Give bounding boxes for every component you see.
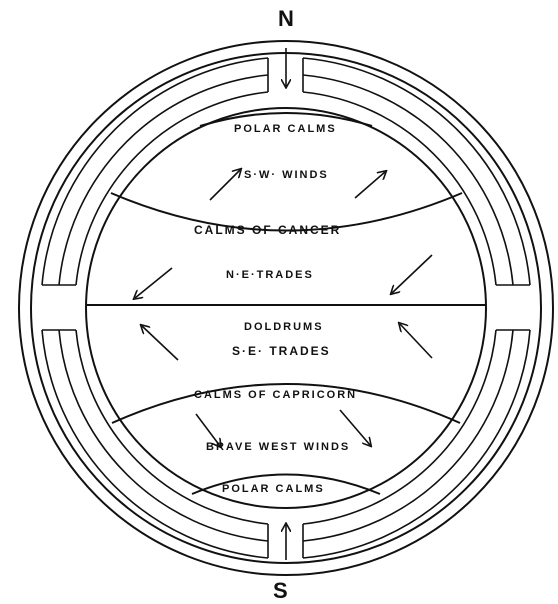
sw-winds-arrow-left	[210, 170, 240, 200]
polar-calms-north-label: POLAR CALMS	[234, 123, 337, 135]
se-trades-label: S·E· TRADES	[232, 344, 331, 358]
calms-of-cancer-label: CALMS OF CANCER	[194, 223, 341, 237]
calms-of-capricorn-label: CALMS OF CAPRICORN	[194, 389, 357, 401]
circulation-channel-ne	[303, 58, 530, 285]
south-label: S	[273, 578, 288, 603]
ne-trades-arrow-left	[135, 268, 172, 298]
west-winds-arrow-right	[340, 410, 370, 445]
ne-trades-arrow-right	[392, 255, 432, 293]
se-trades-arrow-right	[400, 324, 432, 358]
sw-winds-label: S·W· WINDS	[244, 169, 329, 181]
circulation-channel-nw	[42, 58, 268, 285]
polar-calms-south-label: POLAR CALMS	[222, 483, 325, 495]
sw-winds-arrow-right	[355, 172, 385, 198]
se-trades-arrow-left	[142, 326, 178, 360]
north-label: N	[278, 6, 294, 31]
ne-trades-label: N·E·TRADES	[226, 269, 314, 281]
brave-west-winds-label: BRAVE WEST WINDS	[206, 441, 350, 453]
doldrums-label: DOLDRUMS	[244, 321, 324, 333]
